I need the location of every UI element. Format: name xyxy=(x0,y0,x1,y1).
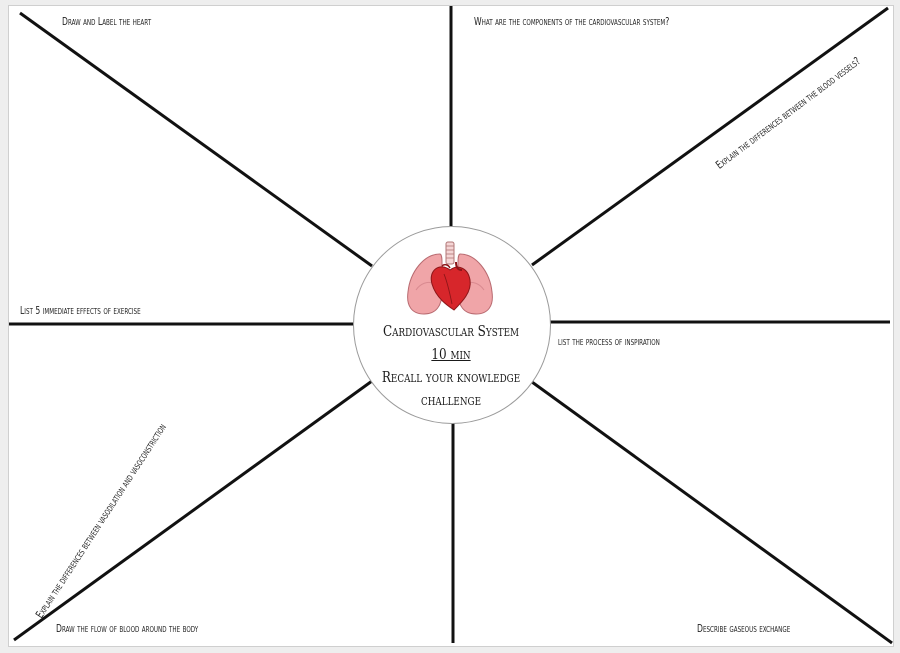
center-duration: 10 min xyxy=(431,345,471,363)
prompt-draw-heart: Draw and Label the heart xyxy=(62,15,152,28)
prompt-components: What are the components of the cardiovas… xyxy=(474,15,670,28)
prompt-blood-flow: Draw the flow of blood around the body xyxy=(56,622,199,635)
divider-bottom-right xyxy=(531,380,893,645)
prompt-gaseous-exchange: Describe gaseous exchange xyxy=(697,622,791,635)
center-challenge: challenge xyxy=(420,391,482,409)
divider-top-right xyxy=(531,6,889,267)
heart-lungs-icon xyxy=(407,241,493,315)
prompt-immediate-effects: List 5 immediate effects of exercise xyxy=(20,304,141,317)
center-title-block: Cardiovascular System 10 min Recall your… xyxy=(353,320,549,412)
prompt-inspiration: list the process of inspiration xyxy=(558,335,660,348)
divider-bottom-left xyxy=(13,379,373,642)
center-title: Cardiovascular System xyxy=(382,322,520,340)
center-subtitle: Recall your knowledge xyxy=(381,368,521,386)
divider-top-left xyxy=(19,11,373,268)
